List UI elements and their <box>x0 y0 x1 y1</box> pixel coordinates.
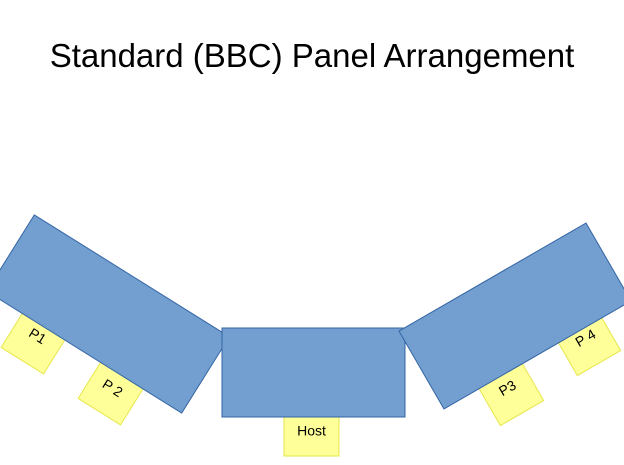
right-desk <box>398 222 624 410</box>
seat-p1-label: P1 <box>26 325 49 348</box>
seat-host <box>283 413 340 457</box>
seat-p3-label: P3 <box>496 377 519 400</box>
center-panel-group: Host <box>221 327 406 457</box>
seat-host-label: Host <box>297 423 326 439</box>
right-panel-group: P3 P 4 <box>398 222 624 427</box>
left-desk <box>0 214 231 414</box>
page-title: Standard (BBC) Panel Arrangement <box>49 37 575 74</box>
host-desk <box>221 327 406 418</box>
left-panel-group: P1 P 2 <box>0 214 231 426</box>
